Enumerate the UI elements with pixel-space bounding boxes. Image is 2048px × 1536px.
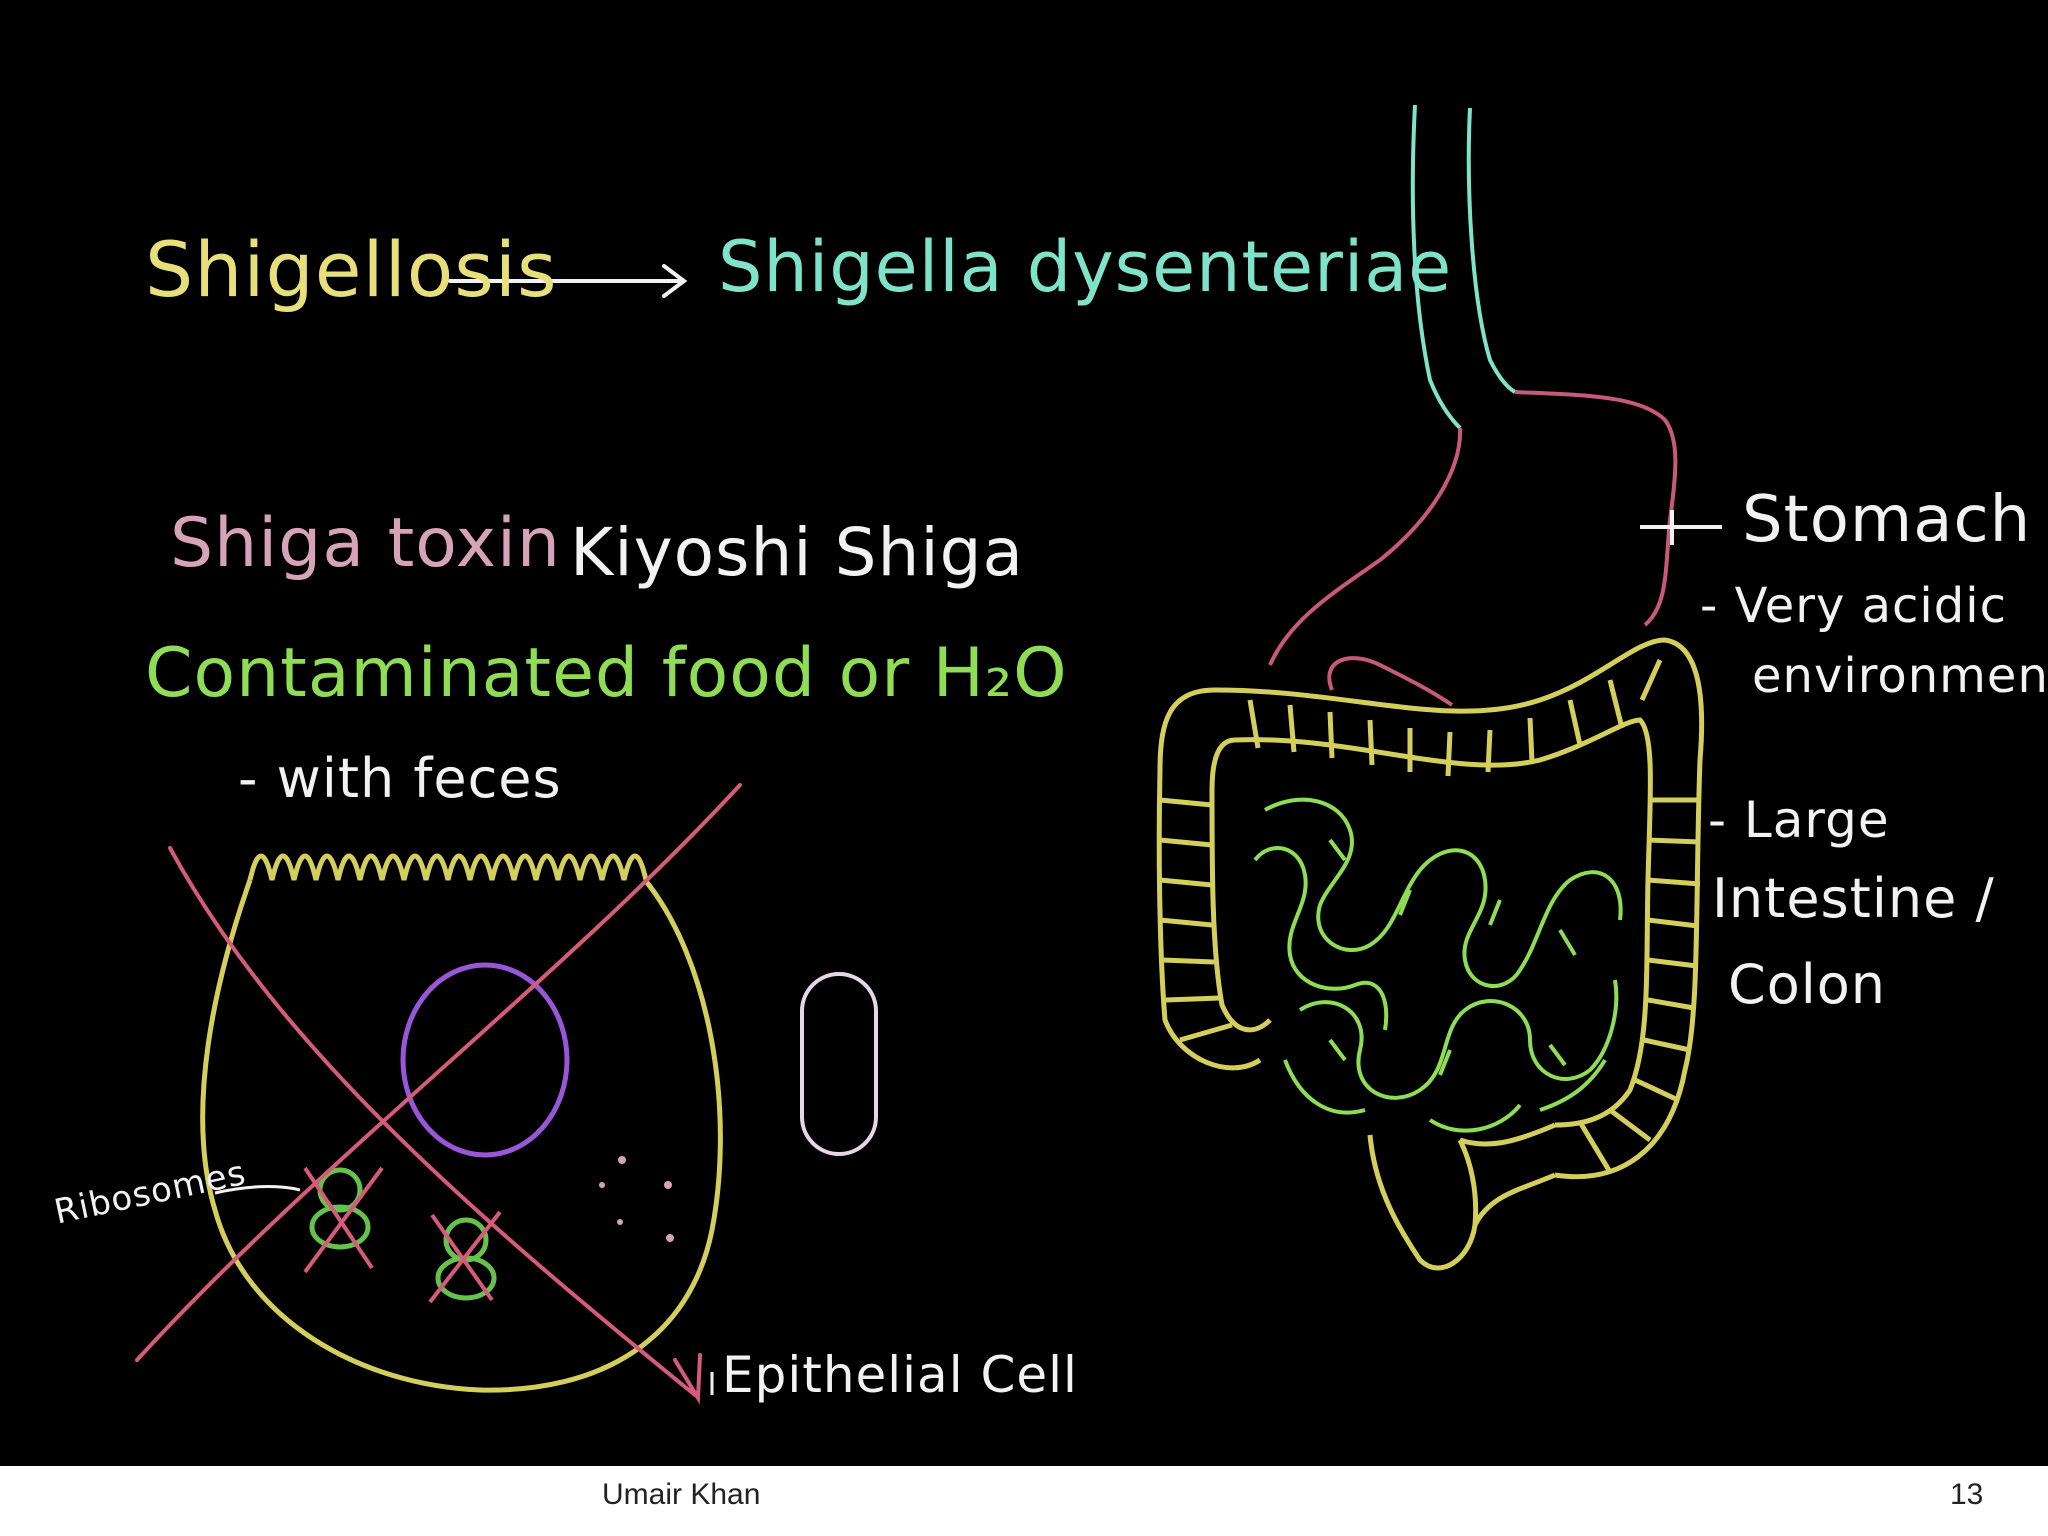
slide-footer [0,1466,2048,1536]
cell-cross-out [135,783,742,1405]
shiga-toxin-label: Shiga toxin [170,504,562,583]
footer-author: Umair Khan [602,1478,761,1511]
stomach-pointer [1640,510,1722,545]
cell-nucleus [400,962,570,1158]
small-intestine [1253,797,1623,1133]
ribosome-1 [309,1167,371,1250]
esophagus [1410,104,1517,430]
transmission-label: Contaminated food or H₂O [145,634,1068,713]
intestine-label-line3: Colon [1728,953,1887,1016]
microvilli [247,853,649,881]
epithelial-cell [200,853,723,1393]
chalkboard: Shigellosis Shigella dysenteriae Shiga t… [0,0,2048,1466]
title-arrow [448,264,688,298]
title-disease: Shigellosis [145,225,558,314]
footer-page-number: 13 [1950,1478,1984,1511]
stomach [1268,390,1678,707]
stomach-note-line2: environment [1752,648,2048,704]
intestine-label-line2: Intestine / [1712,867,1995,930]
shigella-bacterium [800,972,878,1156]
discoverer-label: Kiyoshi Shiga [570,514,1024,591]
stomach-note-line1: - Very acidic [1700,578,2007,634]
cell-membrane [200,878,723,1393]
epithelial-cell-label: Epithelial Cell [722,1346,1078,1404]
transmission-detail: - with feces [238,747,562,810]
intestine-label-line1: - Large [1708,791,1890,849]
diagram-drawing [135,104,1722,1405]
large-intestine [1156,637,1705,1271]
ribosome-cross-marks [303,1166,502,1304]
cell-dots [599,1156,674,1242]
ribosomes-pointer [214,1185,301,1195]
stomach-label: Stomach [1742,483,2032,557]
title-organism: Shigella dysenteriae [718,226,1453,308]
